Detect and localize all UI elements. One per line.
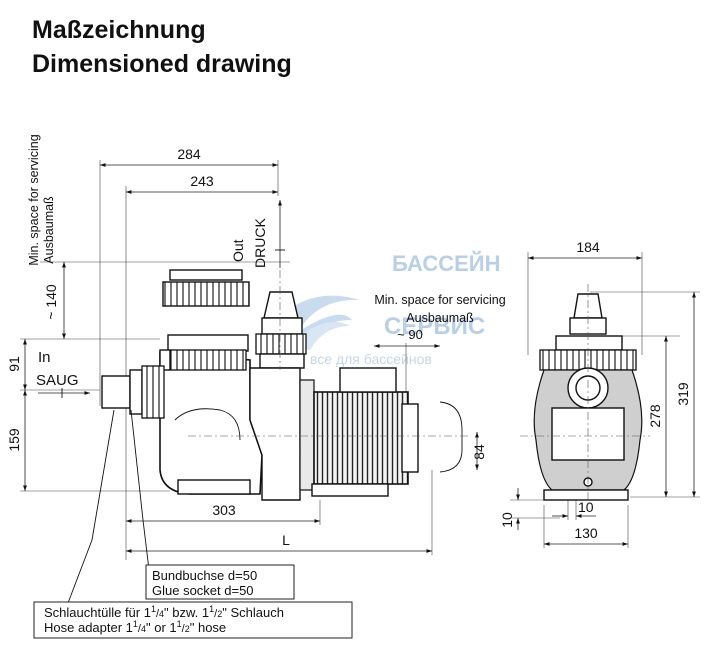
outlet-hose-adapter (263, 291, 299, 319)
note-box-hose-adapter (33, 601, 353, 639)
prefilter-lid-edge (159, 349, 171, 371)
note-bund-en: Glue socket d=50 (152, 583, 254, 598)
note-bund-de: Bundbuchse d=50 (152, 568, 257, 583)
dim-140-label: ~ 140 (43, 284, 59, 320)
pump-foot (177, 479, 251, 495)
service-mid-en: Min. space for servicing (374, 293, 505, 307)
out-label-en: Out (230, 239, 246, 262)
leader-hose-adapter (67, 409, 115, 604)
dim-159-label: 159 (6, 428, 22, 452)
watermark-line3: все для бассейнов (310, 351, 432, 367)
note-hose-en: Hose adapter 11/4" or 11/2" hose (44, 619, 226, 635)
motor-flange (299, 379, 315, 491)
title-german: Maßzeichnung (32, 16, 206, 44)
motor-body (313, 391, 409, 485)
dim-243-label: 243 (190, 173, 214, 189)
dim-90-label: ~ 90 (397, 327, 423, 342)
motor-fan-cover (401, 403, 419, 473)
in-label-en: In (38, 349, 51, 366)
motor-foot (311, 483, 389, 497)
dim-319-label: 319 (675, 382, 691, 406)
watermark-line1: БАССЕЙН (392, 251, 500, 276)
terminal-box (339, 367, 397, 393)
inlet-union (141, 365, 165, 419)
dim-L-label: L (282, 532, 290, 548)
out-label-de: DRUCK (252, 218, 268, 268)
front-lid-top (555, 335, 623, 351)
front-foot (543, 489, 629, 501)
dim-10a-label: 10 (499, 512, 515, 528)
dim-10b-label: 10 (578, 499, 594, 515)
watermark-line2: СЕРВИС (384, 313, 485, 340)
pump-side-view (101, 269, 463, 501)
dim-84-label: 84 (471, 444, 487, 460)
dim-303-label: 303 (212, 502, 236, 518)
inlet-nut (129, 369, 143, 415)
prefilter-lid-ring (167, 334, 249, 352)
dim-130-label: 130 (574, 525, 598, 541)
lid-ribbed-ring (162, 281, 250, 307)
in-label-de: SAUG (36, 372, 79, 389)
inlet-hose-adapter (101, 375, 131, 409)
pump-housing (159, 351, 263, 495)
leader-glue-socket (130, 409, 151, 579)
housing-contour (174, 408, 241, 441)
dim-278-label: 278 (647, 404, 663, 428)
service-mid-de: Ausbaumaß (406, 311, 474, 325)
outlet-union (255, 333, 307, 355)
motor-service-arc (439, 401, 463, 473)
title-english: Dimensioned drawing (32, 50, 292, 78)
dim-91-label: 91 (6, 356, 22, 372)
dim-184-label: 184 (576, 239, 600, 255)
service-left-de: Ausbaumaß (42, 196, 56, 264)
prefilter-lid-ribs (169, 349, 247, 371)
outlet-nut (261, 317, 303, 335)
lid-knob (169, 269, 243, 281)
dim-284-label: 284 (177, 146, 201, 162)
note-hose-de: Schlauchtülle für 11/4" bzw. 11/2" Schla… (44, 604, 284, 620)
note-box-glue-socket (145, 564, 295, 600)
service-left-en: Min. space for servicing (27, 134, 41, 265)
outlet-neck (259, 353, 305, 369)
pump-flange (249, 367, 301, 501)
